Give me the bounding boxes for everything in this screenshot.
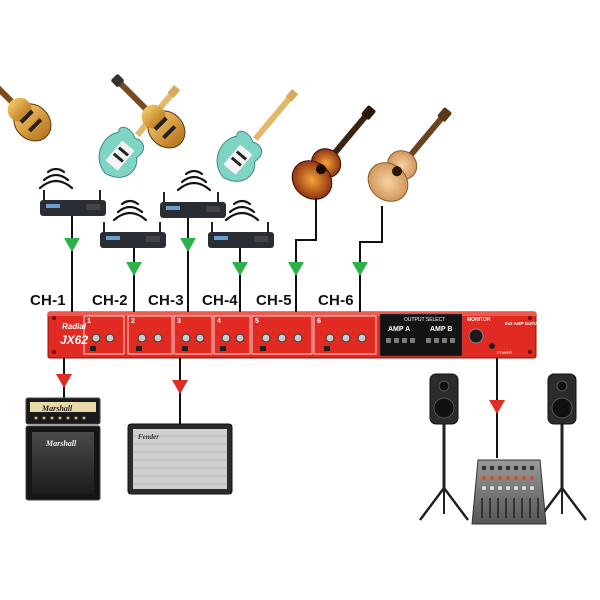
- headphone-jack-icon: [489, 343, 495, 349]
- wireless-receiver-1: [40, 190, 106, 216]
- channel-label-6: CH-6: [318, 292, 354, 309]
- channel-strips: [83, 315, 377, 355]
- wireless-receiver-4: [208, 222, 274, 248]
- channel-number-1: 1: [87, 318, 91, 325]
- acoustic-guitar-1: [291, 105, 376, 200]
- channel-number-5: 5: [255, 318, 259, 325]
- product-description: 6x2 AMP GUITAR SWITCHER: [505, 321, 568, 326]
- amp-a-label: AMP A: [388, 326, 410, 333]
- wireless-signal-icon-4: [224, 199, 260, 222]
- output-select-label: OUTPUT SELECT: [404, 317, 445, 323]
- channel-number-3: 3: [177, 318, 181, 325]
- wireless-signal-icon-2: [112, 199, 148, 222]
- channel-label-5: CH-5: [256, 292, 292, 309]
- channel-label-1: CH-1: [30, 292, 66, 309]
- pa-speaker-left: [419, 373, 469, 521]
- channel-controls: [90, 333, 367, 351]
- channel-label-3: CH-3: [148, 292, 184, 309]
- wireless-receiver-3: [160, 192, 226, 218]
- output-arrows: [56, 374, 505, 414]
- electric-guitar-les-paul-1: [0, 72, 52, 142]
- channel-label-2: CH-2: [92, 292, 128, 309]
- input-arrows: [64, 238, 368, 276]
- power-label: POWER: [497, 350, 512, 355]
- rack-model-label: JX62: [60, 333, 88, 347]
- wireless-signal-icon-3: [176, 169, 212, 192]
- electric-guitar-stratocaster-1: [98, 84, 181, 178]
- monitor-knob: [468, 328, 484, 344]
- jx62-rack-unit: Radial JX62 1 2 3 4 5 6: [47, 311, 568, 359]
- channel-number-4: 4: [217, 318, 221, 325]
- amp-b-label: AMP B: [430, 326, 452, 333]
- wireless-signal-icon-1: [38, 167, 74, 190]
- mixing-console: [471, 459, 547, 525]
- output-select-leds: [386, 338, 455, 343]
- channel-label-4: CH-4: [202, 292, 238, 309]
- channel-number-labels: 1 2 3 4 5 6: [87, 318, 321, 325]
- marshall-head-logo: Marshall: [41, 404, 73, 413]
- pa-speaker-right: [537, 373, 587, 521]
- fender-combo-amp: Fender: [127, 423, 233, 495]
- output-select-panel: [379, 313, 463, 357]
- fender-logo: Fender: [138, 433, 159, 441]
- electric-guitar-les-paul-2: [111, 74, 186, 149]
- marshall-amp-stack: Marshall Marshall: [25, 397, 101, 501]
- channel-number-2: 2: [131, 318, 135, 325]
- rack-brand-logo: Radial: [62, 322, 87, 331]
- channel-number-6: 6: [317, 318, 321, 325]
- wireless-receiver-2: [100, 222, 166, 248]
- electric-guitar-stratocaster-2: [216, 88, 299, 182]
- marshall-cabinet-logo: Marshall: [45, 439, 77, 448]
- monitor-label: MONITOR: [467, 317, 491, 323]
- acoustic-guitar-2: [367, 107, 452, 202]
